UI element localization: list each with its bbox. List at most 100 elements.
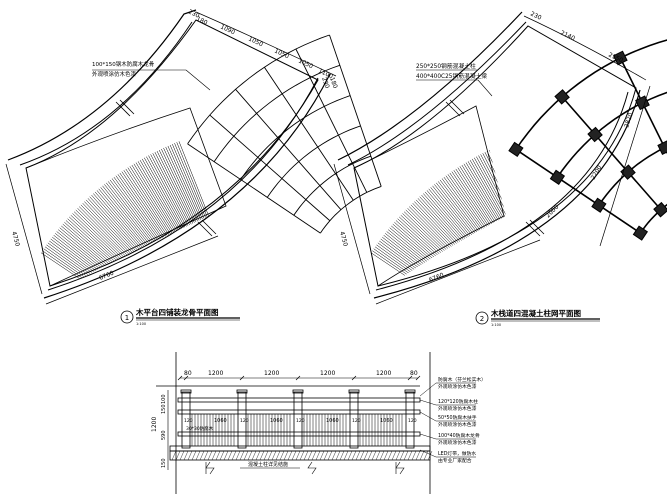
plan-2-dim-left: 4750 bbox=[338, 231, 349, 248]
concrete-column bbox=[657, 140, 667, 155]
deck-board bbox=[127, 167, 215, 296]
deck-hatch bbox=[391, 450, 397, 461]
elev-dim-left-2: 100 bbox=[161, 394, 167, 404]
joist-radial bbox=[295, 48, 368, 193]
railing-post bbox=[405, 391, 415, 449]
deck-board bbox=[383, 235, 506, 296]
deck-hatch bbox=[359, 450, 365, 461]
deck-board bbox=[46, 244, 177, 296]
deck-hatch bbox=[387, 450, 393, 461]
deck-board bbox=[451, 171, 506, 296]
joist-arc bbox=[293, 155, 372, 216]
plan-2-section-marker-bottom bbox=[525, 219, 545, 237]
joist-grid-plan-1 bbox=[187, 34, 382, 234]
deck-board bbox=[455, 168, 506, 296]
deck-hatch bbox=[291, 450, 297, 461]
plan-1-callout-paint: 外观喷涂仿木色漆 bbox=[92, 70, 137, 78]
elev-post-dim-4: 120 bbox=[352, 418, 361, 424]
plan-1-title: 木平台四铺装龙骨平面图 bbox=[135, 307, 219, 317]
deck-hatch bbox=[179, 450, 185, 461]
deck-board bbox=[119, 172, 211, 296]
deck-board bbox=[144, 157, 223, 296]
railing-post bbox=[181, 391, 191, 449]
deck-board bbox=[504, 143, 506, 291]
elev-dim-mid-1: 1060 bbox=[214, 418, 227, 424]
joist-radial bbox=[187, 143, 321, 234]
deck-hatch bbox=[331, 450, 337, 461]
elev-post-dim-1: 120 bbox=[184, 418, 193, 424]
deck-board bbox=[469, 160, 506, 296]
deck-board bbox=[447, 174, 506, 296]
deck-board bbox=[161, 148, 228, 294]
deck-hatch bbox=[311, 450, 317, 461]
elev-note-1: 防腐木（芬兰松实木） bbox=[438, 376, 486, 383]
deck-board bbox=[165, 146, 228, 293]
railing-elevation: 80 1200 1200 1200 1200 80 1200 100 150 5… bbox=[151, 352, 486, 494]
elev-note-10: 由专业厂家配合 bbox=[438, 457, 472, 464]
note-leader bbox=[419, 399, 437, 406]
deck-hatch bbox=[299, 450, 305, 461]
deck-hatch bbox=[219, 450, 225, 461]
plan-1-dim-left: 4750 bbox=[10, 231, 21, 248]
plan-1-deck-joist-plan: 230 180 1090 1050 1050 1050 1100 230 180… bbox=[5, 8, 382, 326]
deck-hatch bbox=[335, 450, 341, 461]
beam-arc bbox=[639, 203, 667, 234]
deck-board bbox=[115, 175, 209, 296]
deck-hatch bbox=[267, 450, 273, 461]
elev-dim-mid-3: 1060 bbox=[326, 418, 339, 424]
deck-board bbox=[484, 152, 506, 296]
joist-radial bbox=[264, 66, 354, 201]
railing-post bbox=[349, 391, 359, 449]
deck-hatch bbox=[287, 450, 293, 461]
deck-hatch bbox=[327, 450, 333, 461]
plan-1-section-marker-bottom bbox=[197, 219, 217, 237]
deck-board bbox=[169, 144, 228, 292]
concrete-column bbox=[612, 50, 628, 66]
post-cap bbox=[180, 389, 192, 394]
deck-hatch bbox=[307, 450, 313, 461]
plan-2-dim-right-1: 2820 bbox=[623, 112, 634, 129]
deck-hatch bbox=[319, 450, 325, 461]
joist-arc bbox=[266, 125, 361, 198]
beam-radial bbox=[619, 57, 667, 155]
deck-board bbox=[94, 191, 200, 296]
deck-hatch bbox=[239, 450, 245, 461]
deck-board bbox=[493, 147, 506, 294]
deck-hatch bbox=[247, 450, 253, 461]
joist-radial bbox=[235, 89, 342, 211]
deck-board bbox=[123, 170, 213, 296]
elev-note-2: 外观喷涂仿木色漆 bbox=[438, 383, 477, 390]
deck-hatch bbox=[355, 450, 361, 461]
deck-board bbox=[453, 170, 506, 296]
plan-2-callout-beam: 400*400C25钢筋混凝土梁 bbox=[416, 72, 487, 80]
plan-2-callout-column: 250*250钢筋混凝土柱 bbox=[416, 62, 476, 70]
plan-2-dim-top-1: 230 bbox=[529, 10, 543, 21]
elev-dim-top-2: 1200 bbox=[208, 370, 223, 377]
deck-hatch bbox=[251, 450, 257, 461]
deck-board bbox=[445, 175, 506, 296]
deck-hatch bbox=[371, 450, 377, 461]
joist-arc bbox=[320, 185, 382, 234]
deck-board bbox=[461, 164, 506, 296]
deck-hatch bbox=[399, 450, 405, 461]
deck-hatch bbox=[363, 450, 369, 461]
deck-hatch bbox=[367, 450, 373, 461]
deck-hatch bbox=[295, 450, 301, 461]
deck-hatch bbox=[375, 450, 381, 461]
plan-2-section-marker-top bbox=[445, 99, 465, 117]
deck-hatch bbox=[191, 450, 197, 461]
elev-dim-top-4: 1200 bbox=[320, 370, 335, 377]
joist-radial bbox=[329, 34, 382, 187]
dim-tick bbox=[295, 375, 301, 381]
concrete-column bbox=[587, 126, 603, 143]
deck-board bbox=[467, 161, 506, 296]
concrete-column bbox=[508, 141, 524, 158]
elev-note-9: LED灯带，做防水 bbox=[438, 450, 476, 457]
beam-radial bbox=[561, 96, 662, 211]
deck-hatch bbox=[415, 450, 421, 461]
dim-tick bbox=[351, 375, 357, 381]
deck-board bbox=[509, 141, 568, 290]
joist-radial bbox=[209, 114, 331, 222]
elev-dim-top-5: 1200 bbox=[376, 370, 391, 377]
plan-1-section-marker-top bbox=[115, 99, 135, 117]
